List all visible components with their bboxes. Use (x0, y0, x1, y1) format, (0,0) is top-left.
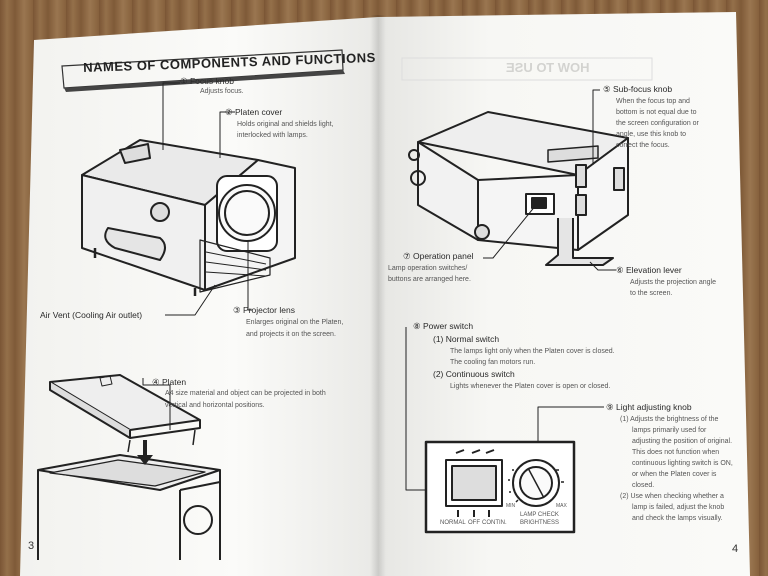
platen-desc-2: vertical and horizontal positions. (165, 402, 265, 409)
focus-knob-desc: Adjusts focus. (200, 88, 244, 95)
sub-focus-desc-3: the screen configuration or (616, 120, 699, 127)
light-knob-line-5: or when the Platen cover is (632, 471, 717, 478)
panel-off-label: OFF (468, 520, 480, 526)
light-adjusting-knob-label: ⑨ Light adjusting knob (606, 402, 692, 412)
continuous-switch-title: (2) Continuous switch (433, 369, 515, 379)
panel-max-label: MAX (556, 503, 567, 509)
platen-desc-1: A4 size material and object can be proje… (165, 390, 326, 397)
normal-switch-title: (1) Normal switch (433, 334, 500, 344)
operation-panel-desc-2: buttons are arranged here. (388, 276, 471, 283)
panel-normal-label: NORMAL (440, 520, 466, 526)
light-knob-line-9: and check the lamps visually. (632, 515, 723, 522)
sub-focus-knob-label: ⑤ Sub-focus knob (603, 84, 673, 94)
light-knob-line-2: adjusting the position of original. (632, 438, 733, 445)
platen-cover-desc-2: interlocked with lamps. (237, 132, 308, 139)
projector-lens-desc-2: and projects it on the screen. (246, 331, 336, 338)
elevation-lever-desc-2: to the screen. (630, 290, 673, 297)
projector-lens-desc-1: Enlarges original on the Platen, (246, 319, 344, 326)
sub-focus-desc-2: bottom is not equal due to (616, 109, 697, 116)
projector-rear-illustration (405, 89, 629, 534)
normal-switch-desc-2: The cooling fan motors run. (450, 359, 536, 366)
sub-focus-desc-1: When the focus top and (616, 98, 690, 105)
book-gutter (370, 15, 386, 576)
air-vent-label: Air Vent (Cooling Air outlet) (40, 310, 143, 320)
platen-cover-label: ② Platen cover (225, 107, 283, 117)
panel-contin-label: CONTIN. (482, 520, 507, 526)
light-knob-line-4: continuous lighting switch is ON, (632, 460, 733, 467)
light-knob-line-8: lamp is failed, adjust the knob (632, 504, 725, 511)
light-knob-line-3: This does not function when (632, 449, 720, 456)
operation-panel-label: ⑦ Operation panel (403, 251, 474, 261)
platen-cover-desc-1: Holds original and shields light, (237, 121, 334, 128)
light-knob-line-7: (2) Use when checking whether a (620, 493, 724, 500)
panel-lamp-check-label: LAMP CHECK (520, 512, 559, 518)
focus-knob-label: ① Focus knob (180, 76, 234, 86)
title-banner (61, 49, 345, 92)
sub-focus-desc-5: correct the focus. (616, 142, 670, 149)
elevation-lever-label: ⑥ Elevation lever (616, 265, 682, 275)
continuous-switch-desc: Lights whenever the Platen cover is open… (450, 383, 611, 390)
operation-panel-desc-1: Lamp operation switches/ (388, 265, 468, 272)
platen-label: ④ Platen (152, 377, 187, 387)
page-number-right: 4 (732, 543, 739, 555)
elevation-lever-desc-1: Adjusts the projection angle (630, 279, 716, 286)
sub-focus-desc-4: angle, use this knob to (616, 131, 687, 138)
projector-lens-label: ③ Projector lens (233, 305, 295, 315)
left-page: NAMES OF COMPONENTS AND FUNCTIONS (20, 17, 378, 576)
right-page: HOW TO USE ⑤ Sub-focus knob Wh (378, 12, 750, 576)
projector-illustration (37, 82, 296, 560)
power-switch-label: ⑧ Power switch (413, 321, 474, 331)
light-knob-line-6: closed. (632, 482, 655, 489)
normal-switch-desc-1: The lamps light only when the Platen cov… (450, 348, 615, 355)
panel-brightness-label: BRIGHTNESS (520, 520, 560, 526)
page-number-left: 3 (28, 540, 35, 552)
light-knob-line-0: (1) Adjusts the brightness of the (620, 416, 719, 423)
panel-min-label: MIN (506, 503, 516, 509)
light-knob-line-1: lamps primarily used for (632, 427, 707, 434)
ghost-title-box (401, 57, 653, 81)
